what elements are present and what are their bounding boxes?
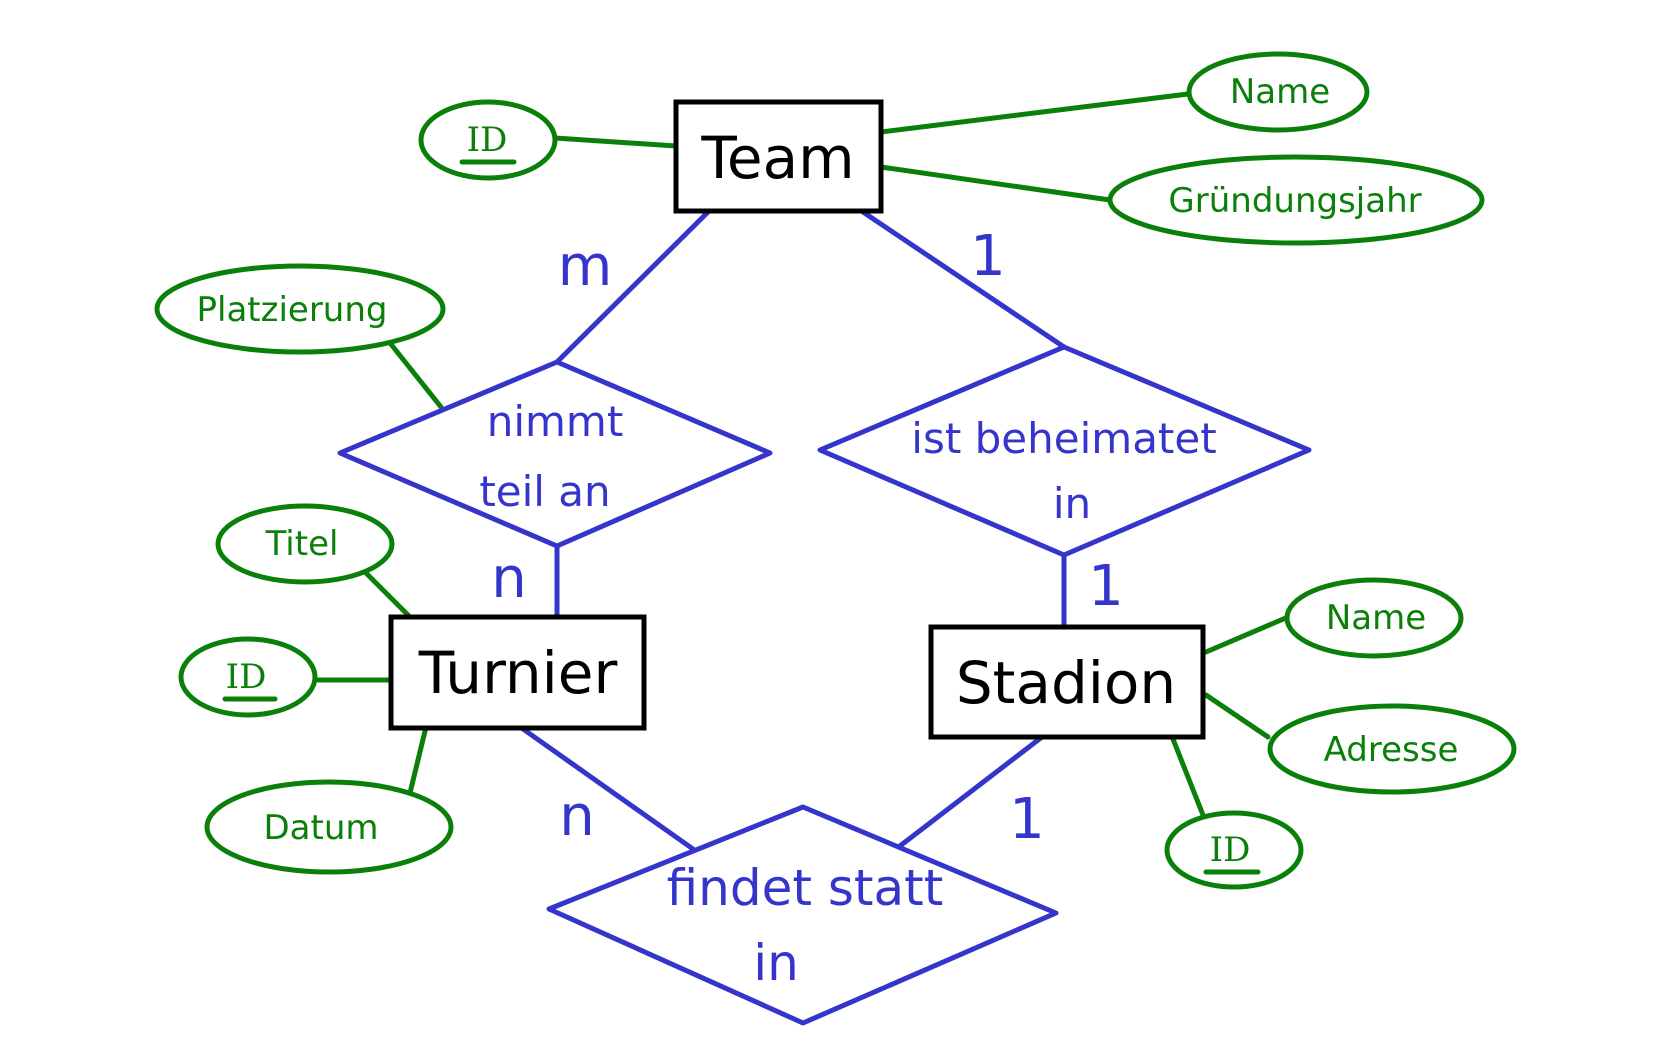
attribute-stadion-adresse-label: Adresse — [1324, 730, 1459, 770]
attribute-lines — [315, 91, 1291, 818]
relationship-findet-statt-in[interactable]: findet statt in — [546, 804, 1059, 1026]
cardinalities: m n 1 1 n 1 — [491, 224, 1124, 852]
line-turnier-titel — [360, 567, 413, 620]
attribute-stadion-name[interactable]: Name — [1284, 577, 1464, 659]
line-turnier-datum — [407, 724, 429, 796]
attribute-stadion-id-label: ID — [1210, 830, 1251, 870]
relationship-nimmt-line1: nimmt — [487, 397, 624, 446]
attribute-team-id-label: ID — [467, 120, 508, 160]
cardinality-turnier-findet: n — [559, 784, 595, 849]
attribute-turnier-datum-label: Datum — [263, 808, 378, 848]
attribute-team-id[interactable]: ID — [418, 99, 558, 181]
cardinality-turnier-nimmt: n — [491, 546, 527, 611]
relationship-beheimatet-line1: ist beheimatet — [911, 414, 1216, 463]
attribute-platzierung[interactable]: Platzierung — [154, 263, 446, 355]
entity-turnier-label: Turnier — [418, 639, 618, 707]
entity-turnier[interactable]: Turnier — [388, 614, 647, 731]
attribute-team-gruendungsjahr-label: Gründungsjahr — [1168, 181, 1421, 221]
line-team-name — [878, 91, 1191, 135]
cardinality-stadion-beheimatet: 1 — [1088, 554, 1124, 619]
line-turnier-findet — [520, 726, 696, 852]
line-team-id — [552, 135, 679, 149]
relationship-ist-beheimatet-in[interactable]: ist beheimatet in — [817, 344, 1312, 558]
attribute-stadion-adresse[interactable]: Adresse — [1267, 703, 1517, 795]
relationship-nimmt-line2: teil an — [479, 467, 610, 516]
line-platzierung — [387, 340, 444, 410]
cardinality-team-nimmt: m — [558, 234, 613, 299]
cardinality-team-beheimatet: 1 — [970, 224, 1006, 289]
entity-stadion-label: Stadion — [956, 649, 1176, 717]
line-stadion-id — [1168, 731, 1206, 818]
line-team-beheimatet — [857, 207, 1067, 350]
attribute-stadion-id[interactable]: ID — [1164, 810, 1304, 890]
attribute-platzierung-label: Platzierung — [197, 290, 388, 330]
line-stadion-findet — [893, 734, 1045, 852]
attribute-stadion-name-label: Name — [1326, 598, 1426, 638]
relationship-nimmt-teil-an[interactable]: nimmt teil an — [337, 359, 773, 549]
attribute-turnier-datum[interactable]: Datum — [204, 779, 454, 875]
attribute-turnier-id-label: ID — [226, 657, 267, 697]
line-team-nimmt — [554, 209, 711, 365]
attribute-turnier-id[interactable]: ID — [178, 636, 318, 718]
line-stadion-name — [1203, 614, 1291, 655]
attribute-turnier-titel[interactable]: Titel — [215, 503, 395, 585]
relationship-beheimatet-line2: in — [1053, 479, 1091, 528]
attribute-team-gruendungsjahr[interactable]: Gründungsjahr — [1107, 154, 1485, 246]
entity-team-label: Team — [700, 124, 854, 192]
relationship-findet-line2: in — [753, 934, 799, 992]
relationship-lines — [520, 207, 1067, 852]
entity-team[interactable]: Team — [673, 99, 884, 214]
line-stadion-adresse — [1203, 692, 1271, 740]
attribute-team-name-label: Name — [1230, 72, 1330, 112]
attribute-turnier-titel-label: Titel — [265, 524, 339, 564]
line-team-gruendungsjahr — [878, 164, 1113, 203]
relationship-findet-line1: findet statt — [667, 859, 944, 917]
entity-stadion[interactable]: Stadion — [928, 624, 1206, 740]
cardinality-stadion-findet: 1 — [1009, 787, 1045, 852]
attribute-team-name[interactable]: Name — [1186, 51, 1370, 133]
